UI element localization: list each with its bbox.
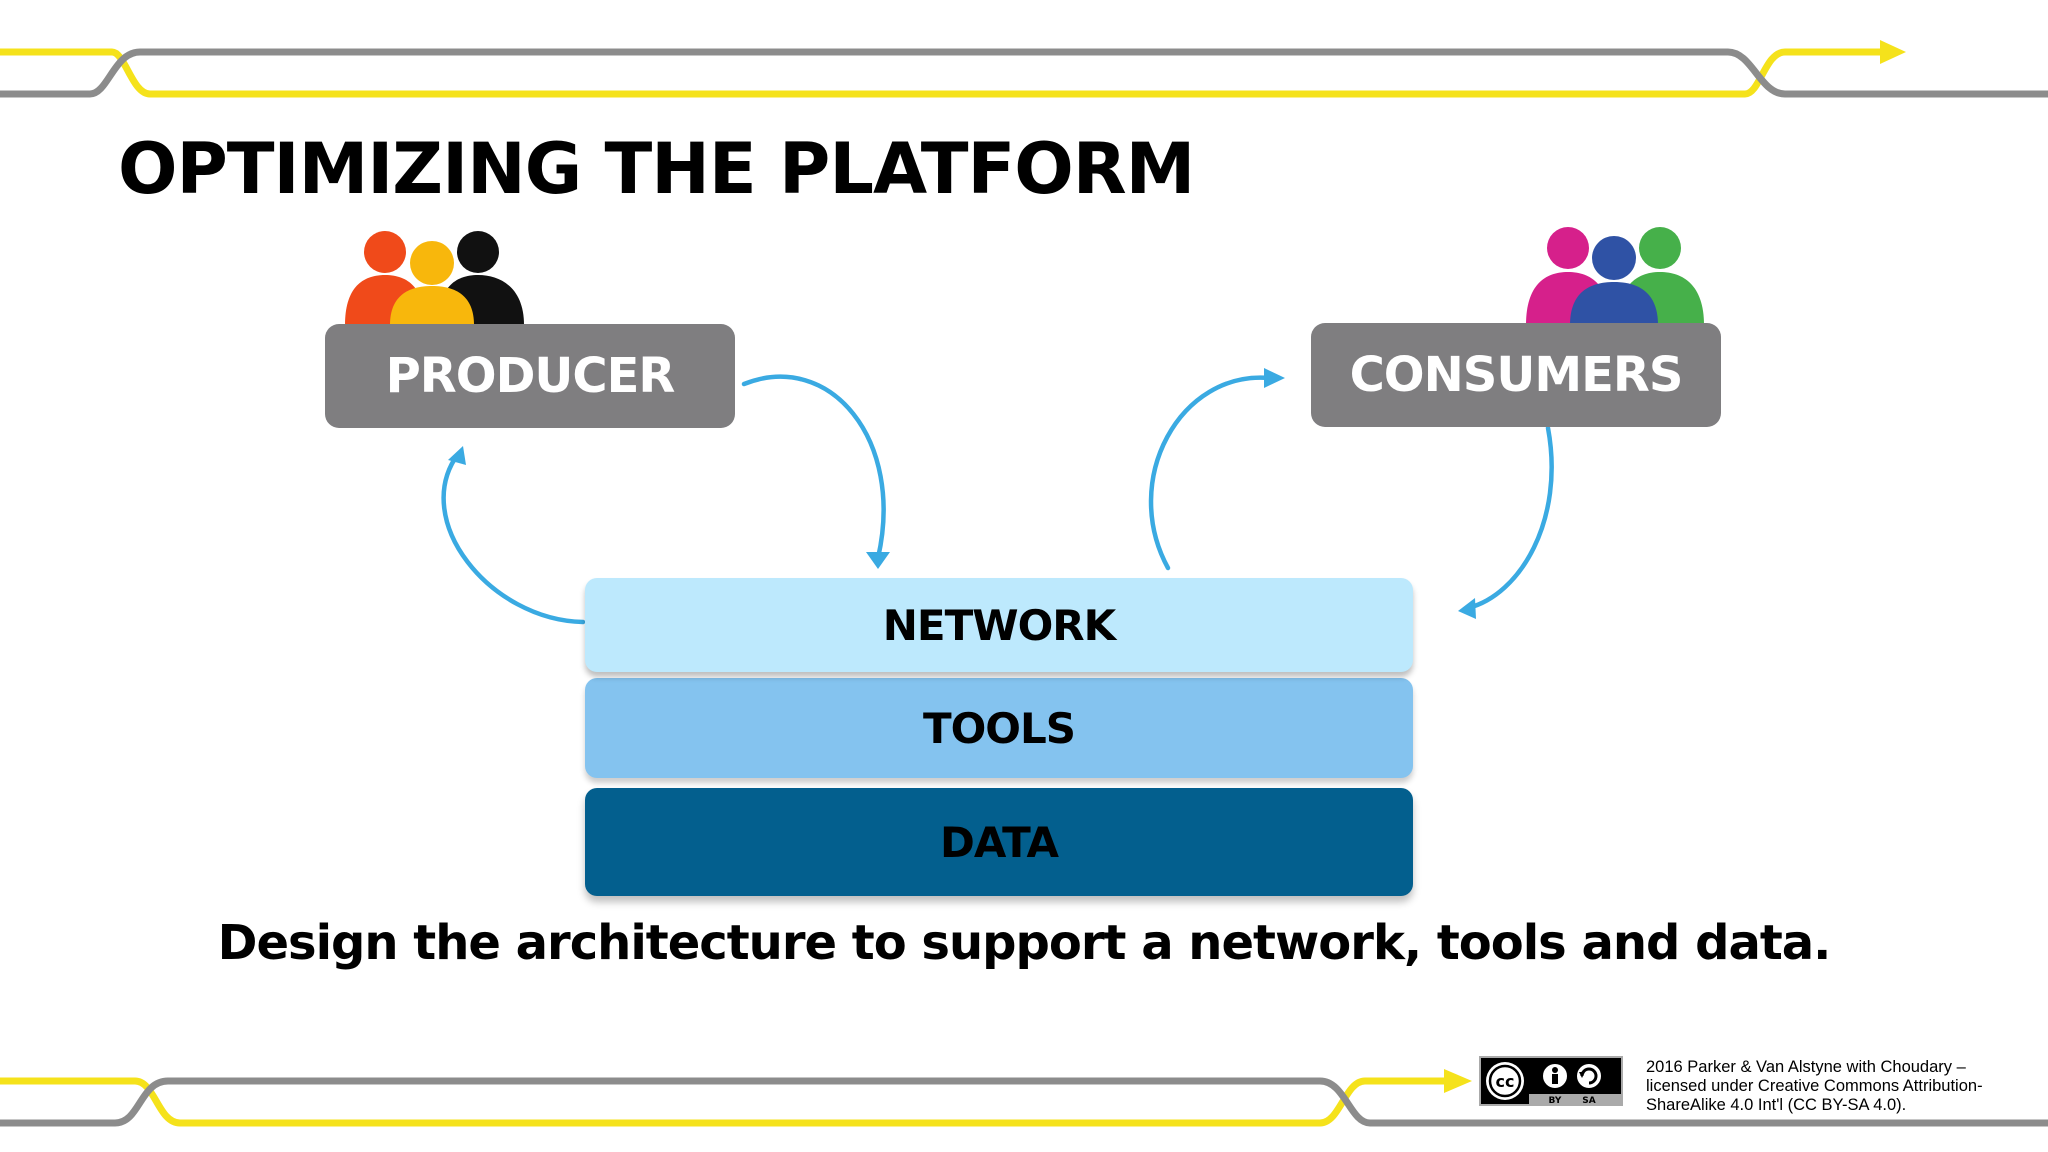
bottom-yellow-line	[0, 1077, 1449, 1127]
tools-layer-label: TOOLS	[922, 703, 1076, 753]
data-layer-label: DATA	[939, 817, 1059, 867]
top-yellow-line	[0, 48, 1889, 98]
license-line-1: 2016 Parker & Van Alstyne with Choudary …	[1646, 1058, 1966, 1076]
producer-people-icon	[345, 231, 524, 325]
network-layer-label: NETWORK	[882, 600, 1116, 650]
tools-layer: TOOLS	[585, 678, 1413, 778]
license-text: 2016 Parker & Van Alstyne with Choudary …	[1646, 1058, 2006, 1115]
arrow-producer-to-network	[741, 374, 886, 561]
arrow-network-to-consumers	[1148, 375, 1273, 571]
bottom-arrowhead	[1444, 1069, 1472, 1093]
consumers-people-icon	[1526, 227, 1704, 325]
bottom-track-lines	[0, 1069, 2048, 1127]
arrowhead-network-right	[1458, 598, 1476, 619]
top-arrowhead	[1880, 40, 1906, 64]
top-gray-line	[0, 48, 2048, 98]
cycle-arrows	[441, 368, 1554, 625]
data-layer: DATA	[585, 788, 1413, 896]
arrow-network-to-producer	[441, 451, 586, 625]
top-track-lines	[0, 40, 2048, 98]
consumers-label: CONSUMERS	[1349, 347, 1684, 403]
producer-label: PRODUCER	[385, 348, 676, 404]
arrow-consumers-to-network	[1465, 425, 1554, 611]
arrowhead-network-top-left	[866, 552, 890, 569]
caption: Design the architecture to support a net…	[217, 915, 1832, 971]
arrowhead-producer-bottom	[448, 446, 466, 465]
cc-badge-by-text: BY	[1549, 1096, 1562, 1104]
bottom-gray-line	[0, 1077, 2048, 1127]
network-layer: NETWORK	[585, 578, 1413, 672]
cc-badge-cc-text: cc	[1496, 1072, 1515, 1091]
license-line-3: ShareAlike 4.0 Int'l (CC BY-SA 4.0).	[1646, 1096, 1907, 1114]
license-line-2: licensed under Creative Commons Attribut…	[1646, 1077, 1983, 1095]
producer-box: PRODUCER	[325, 324, 735, 428]
cc-badge-sa-text: SA	[1582, 1096, 1595, 1104]
consumers-box: CONSUMERS	[1311, 323, 1721, 427]
creative-commons-icon: cc BY SA	[1479, 1056, 1623, 1106]
cc-badge-graphic: cc BY SA	[1481, 1058, 1621, 1106]
arrowhead-consumers-left	[1264, 368, 1285, 388]
page-title: OPTIMIZING THE PLATFORM	[118, 128, 1195, 210]
